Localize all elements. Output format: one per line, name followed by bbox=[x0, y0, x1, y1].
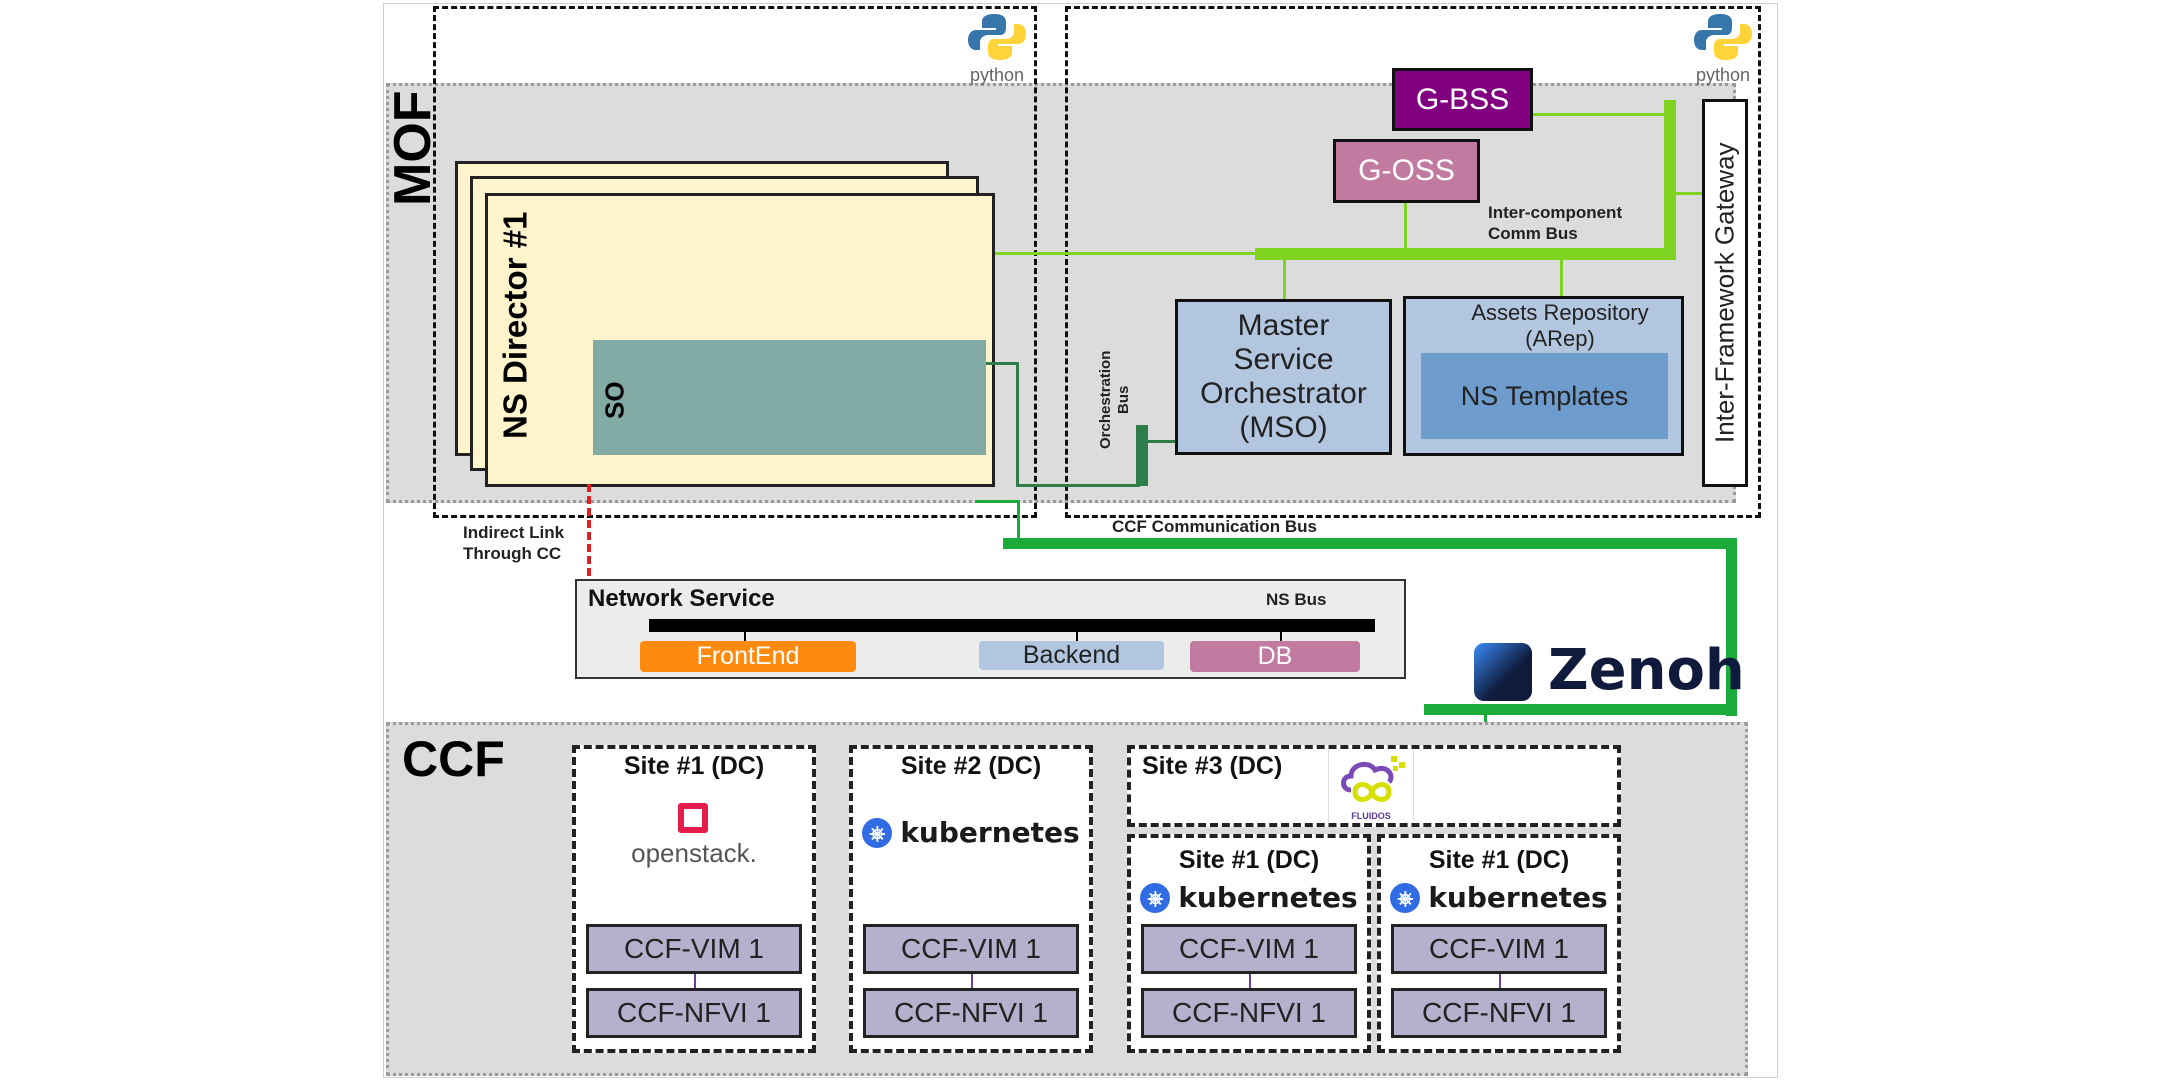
bus-link-gbss bbox=[1532, 113, 1664, 116]
bus-link-arep bbox=[1560, 260, 1563, 296]
kubernetes-icon: ⎈ bbox=[1140, 882, 1171, 913]
site-3-title: Site #3 (DC) bbox=[1142, 752, 1283, 780]
inter-component-bus-vertical bbox=[1664, 100, 1676, 260]
inter-component-bus bbox=[1255, 248, 1675, 260]
zenoh-label: Zenoh bbox=[1548, 638, 1745, 703]
indirect-link-line bbox=[587, 484, 591, 576]
site-5-vim-nfvi-link bbox=[1499, 974, 1501, 988]
python-logo-right: python bbox=[1688, 12, 1758, 85]
python-text: python bbox=[969, 65, 1025, 85]
g-bss-block[interactable]: G-BSS bbox=[1392, 68, 1533, 131]
zenoh-dragon-icon bbox=[1474, 643, 1532, 701]
site-5-vim[interactable]: CCF-VIM 1 bbox=[1391, 924, 1607, 974]
site-5-kubernetes-logo: ⎈ kubernetes bbox=[1377, 881, 1621, 914]
fluidos-logo: FLUIDOS bbox=[1328, 750, 1414, 822]
python-icon bbox=[968, 14, 1026, 60]
orch-link-so-h2 bbox=[1016, 484, 1140, 487]
inter-component-bus-label: Inter-component Comm Bus bbox=[1488, 203, 1623, 243]
kubernetes-label: kubernetes bbox=[900, 816, 1080, 849]
so-block[interactable] bbox=[593, 340, 986, 455]
ccf-bus-link-ccf bbox=[1484, 715, 1487, 725]
kubernetes-icon: ⎈ bbox=[1390, 882, 1421, 913]
arep-title: Assets Repository (ARep) bbox=[1471, 300, 1649, 351]
site-4-vim[interactable]: CCF-VIM 1 bbox=[1141, 924, 1357, 974]
site-1-nfvi[interactable]: CCF-NFVI 1 bbox=[586, 988, 802, 1038]
ns-templates-block[interactable]: NS Templates bbox=[1421, 353, 1668, 439]
ns-bus-tap-frontend bbox=[744, 632, 746, 642]
python-text: python bbox=[1695, 65, 1751, 85]
ns-bus-label: NS Bus bbox=[1266, 590, 1327, 609]
g-oss-block[interactable]: G-OSS bbox=[1333, 139, 1480, 203]
bus-link-goss bbox=[1404, 203, 1407, 248]
site-4-kubernetes-logo: ⎈ kubernetes bbox=[1127, 881, 1371, 914]
site-4-vim-nfvi-link bbox=[1249, 974, 1251, 988]
frontend-component[interactable]: FrontEnd bbox=[640, 641, 856, 672]
network-service-title: Network Service bbox=[588, 585, 775, 612]
diagram-frame bbox=[383, 3, 1778, 1078]
bus-link-mso bbox=[1283, 260, 1286, 299]
gateway-label: Inter-Framework Gateway bbox=[1709, 142, 1740, 444]
ccf-communication-bus-label: CCF Communication Bus bbox=[1112, 517, 1317, 536]
site-1-vim[interactable]: CCF-VIM 1 bbox=[586, 924, 802, 974]
ccf-bus-link-v bbox=[1017, 500, 1020, 542]
ns-bus-tap-db bbox=[1280, 632, 1282, 642]
mso-block[interactable]: Master Service Orchestrator (MSO) bbox=[1175, 299, 1392, 455]
mof-label: MOF bbox=[384, 90, 442, 206]
orchestration-bus-label: Orchestration Bus bbox=[1097, 350, 1132, 450]
site-2-vim-nfvi-link bbox=[971, 974, 973, 988]
site-2-kubernetes-logo: ⎈ kubernetes bbox=[849, 816, 1093, 849]
bus-link-nsd bbox=[995, 252, 1255, 255]
site-1-title: Site #1 (DC) bbox=[623, 752, 765, 780]
python-container-right bbox=[1065, 6, 1761, 518]
indirect-link-label: Indirect Link Through CC bbox=[463, 523, 565, 563]
openstack-icon bbox=[678, 803, 708, 833]
kubernetes-label: kubernetes bbox=[1428, 881, 1608, 914]
kubernetes-icon: ⎈ bbox=[862, 817, 893, 848]
site-5-nfvi[interactable]: CCF-NFVI 1 bbox=[1391, 988, 1607, 1038]
ns-bus-tap-backend bbox=[1076, 632, 1078, 642]
orch-link-so-v bbox=[1016, 362, 1019, 486]
so-label: SO bbox=[599, 381, 630, 419]
site-4-nfvi[interactable]: CCF-NFVI 1 bbox=[1141, 988, 1357, 1038]
site-5-title: Site #1 (DC) bbox=[1428, 846, 1570, 874]
python-icon bbox=[1694, 14, 1752, 60]
orch-link-mso bbox=[1148, 440, 1175, 443]
site-4-title: Site #1 (DC) bbox=[1178, 846, 1320, 874]
ccf-label: CCF bbox=[402, 731, 505, 787]
backend-component[interactable]: Backend bbox=[979, 641, 1164, 670]
ccf-communication-bus bbox=[1003, 538, 1736, 549]
fluidos-icon bbox=[1341, 756, 1405, 802]
ccf-communication-bus-vertical bbox=[1726, 538, 1737, 716]
db-component[interactable]: DB bbox=[1190, 641, 1360, 672]
orch-link-so-h1 bbox=[986, 362, 1018, 365]
ccf-communication-bus-bottom bbox=[1424, 704, 1737, 715]
inter-framework-gateway[interactable] bbox=[1702, 99, 1748, 487]
python-logo-left: python bbox=[962, 12, 1032, 85]
ns-bus bbox=[649, 619, 1375, 632]
fluidos-label: FLUIDOS bbox=[1351, 811, 1391, 821]
bus-link-gateway bbox=[1676, 192, 1702, 195]
site-2-title: Site #2 (DC) bbox=[900, 752, 1042, 780]
orchestration-bus bbox=[1136, 425, 1148, 486]
kubernetes-label: kubernetes bbox=[1178, 881, 1358, 914]
site-1-vim-nfvi-link bbox=[694, 974, 696, 988]
openstack-label: openstack. bbox=[631, 838, 757, 868]
ns-director-label: NS Director #1 bbox=[496, 211, 534, 439]
python-container-left bbox=[433, 6, 1037, 518]
ccf-bus-link-top bbox=[975, 500, 1020, 503]
site-2-nfvi[interactable]: CCF-NFVI 1 bbox=[863, 988, 1079, 1038]
site-2-vim[interactable]: CCF-VIM 1 bbox=[863, 924, 1079, 974]
